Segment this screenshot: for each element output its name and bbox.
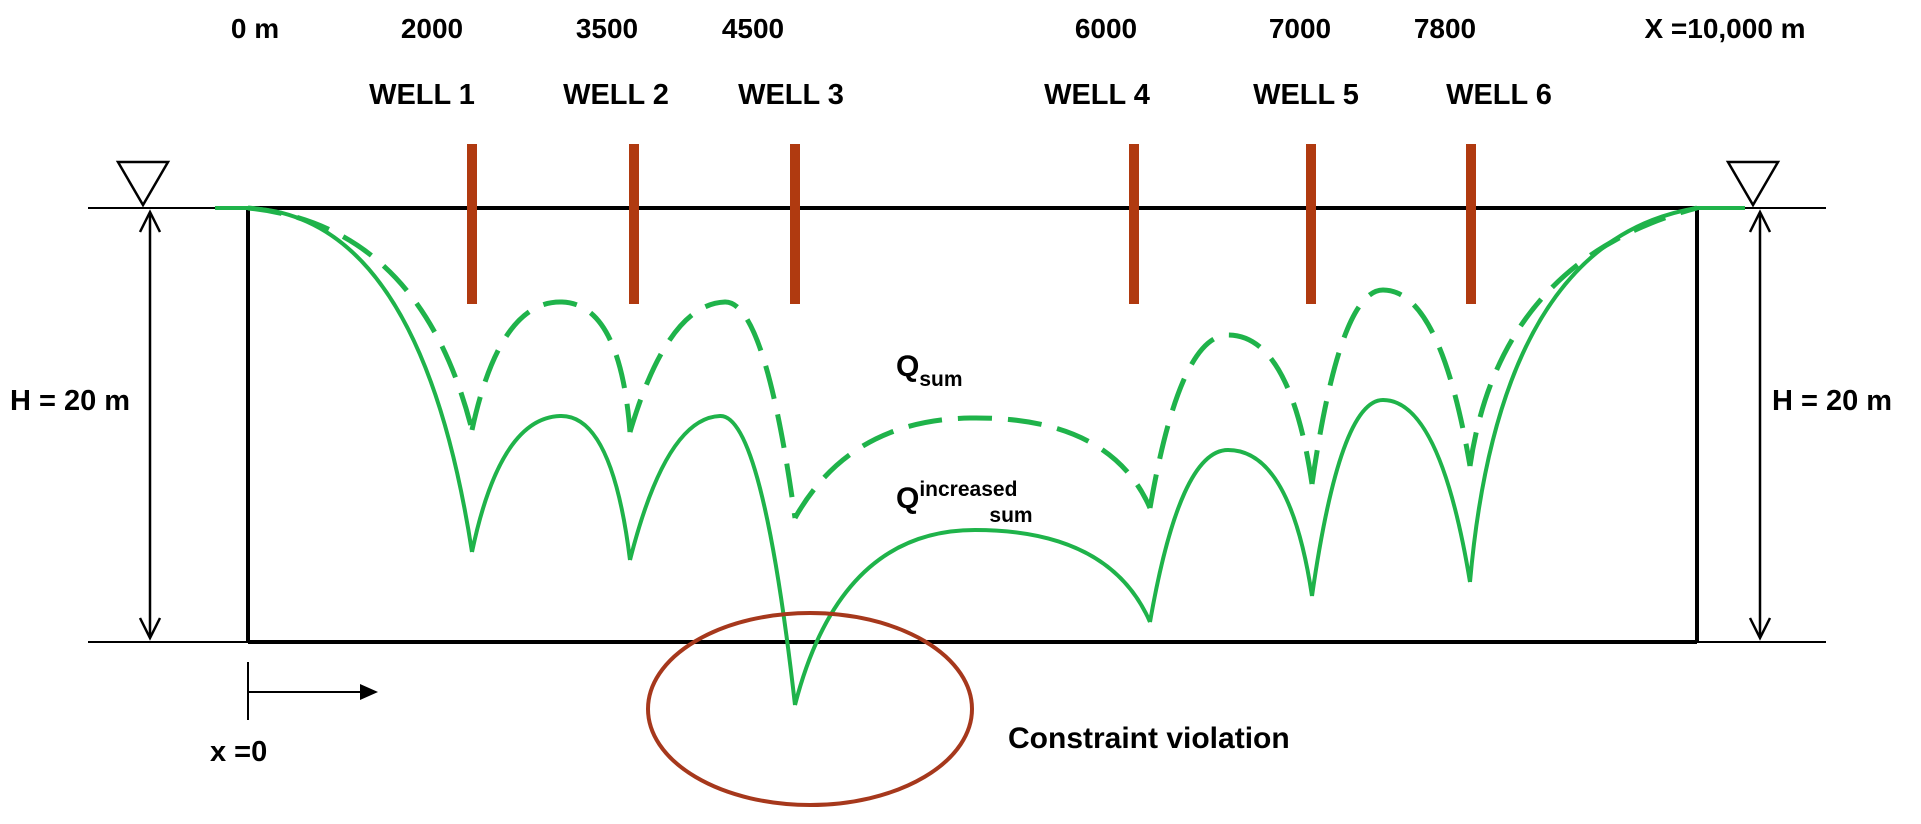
well-1 <box>467 144 477 304</box>
well-label-1: WELL 1 <box>369 79 475 111</box>
x-origin-label: x =0 <box>210 736 267 768</box>
well-3 <box>790 144 800 304</box>
position-label-end: X =10,000 m <box>1644 13 1805 44</box>
well-label-4: WELL 4 <box>1044 79 1150 111</box>
constraint-violation-ellipse <box>646 611 974 807</box>
q-increased-drawdown-curve <box>215 206 1745 706</box>
well-5 <box>1306 144 1316 304</box>
height-label-left: H = 20 m <box>10 385 130 417</box>
water-table-triangle-icon <box>1725 160 1781 208</box>
well-4 <box>1129 144 1139 304</box>
position-label-7800: 7800 <box>1414 13 1476 44</box>
position-label-4500: 4500 <box>722 13 784 44</box>
height-dimension-left <box>138 209 162 641</box>
well-2 <box>629 144 639 304</box>
well-label-3: WELL 3 <box>738 79 844 111</box>
position-label-3500: 3500 <box>576 13 638 44</box>
height-dimension-right <box>1748 209 1772 641</box>
position-label-6000: 6000 <box>1075 13 1137 44</box>
well-label-5: WELL 5 <box>1253 79 1359 111</box>
position-label-2000: 2000 <box>401 13 463 44</box>
well-label-6: WELL 6 <box>1446 79 1552 111</box>
height-label-left-bg <box>6 380 146 422</box>
position-label-0: 0 m <box>231 13 279 44</box>
constraint-violation-label: Constraint violation <box>1008 722 1290 755</box>
q-sum-label: Qsum <box>896 350 963 391</box>
position-label-7000: 7000 <box>1269 13 1331 44</box>
q-sum-drawdown-curve <box>247 205 1698 520</box>
well-6 <box>1466 144 1476 304</box>
water-table-triangle-icon <box>115 160 171 208</box>
height-label-right: H = 20 m <box>1772 385 1892 417</box>
well-label-2: WELL 2 <box>563 79 669 111</box>
right-arrow-icon <box>247 662 378 720</box>
